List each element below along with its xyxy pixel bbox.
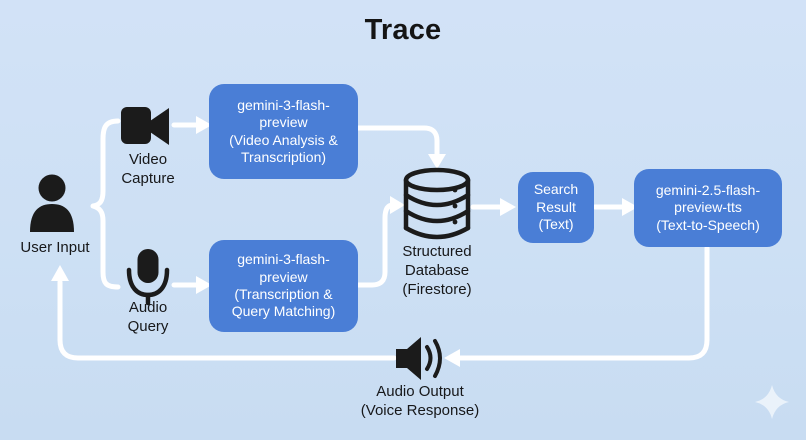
microphone-icon xyxy=(126,249,170,306)
connector-arrowheads xyxy=(51,116,638,367)
node-video-model-desc: (Video Analysis & Transcription) xyxy=(229,131,338,165)
user-branch-brace xyxy=(90,118,121,290)
audio-output-to-user-line xyxy=(57,279,397,361)
video-capture-label: Video Capture xyxy=(121,151,175,187)
node-tts-model-desc: (Text-to-Speech) xyxy=(656,216,760,233)
node-search-result: Search Result (Text) xyxy=(518,172,594,243)
database-icon xyxy=(403,167,471,240)
database-label: Structured Database (Firestore) xyxy=(377,243,497,299)
node-search-result-name: Search Result xyxy=(533,181,579,215)
node-tts-model-name: gemini-2.5-flash-preview-tts xyxy=(655,181,761,216)
arrowhead-to-user-input xyxy=(51,265,69,281)
person-icon xyxy=(30,174,74,232)
node-search-result-desc: (Text) xyxy=(538,216,574,233)
audio-output-label-desc: (Voice Response) xyxy=(360,401,480,419)
user-input-group xyxy=(30,174,74,232)
node-video-model: gemini-3-flash-preview (Video Analysis &… xyxy=(209,84,358,179)
node-audio-model-name: gemini-3-flash-preview xyxy=(237,251,330,285)
connector-lines xyxy=(57,118,710,361)
database-label-desc: (Firestore) xyxy=(402,280,472,298)
arrowhead-db-to-search xyxy=(500,198,516,216)
speaker-icon xyxy=(396,337,442,380)
tts-to-audio-output-line xyxy=(456,245,710,361)
audio-output-label: Audio Output (Voice Response) xyxy=(340,383,500,421)
arrowhead-model-to-db-down xyxy=(428,154,446,169)
arrowhead-search-to-tts xyxy=(622,198,638,216)
node-audio-model-desc: (Transcription & Query Matching) xyxy=(231,286,336,320)
database-label-main: Structured Database xyxy=(402,243,472,279)
audio-model-to-db-line xyxy=(355,202,396,288)
node-audio-model: gemini-3-flash-preview (Transcription & … xyxy=(209,240,358,332)
video-camera-icon xyxy=(121,107,169,145)
audio-query-label: Audio Query xyxy=(127,299,169,335)
video-model-to-db-line xyxy=(355,125,440,158)
arrowhead-video-to-model xyxy=(196,116,212,134)
arrowhead-audio-to-model xyxy=(196,276,212,294)
page-title: Trace xyxy=(364,14,442,46)
node-video-model-name: gemini-3-flash-preview xyxy=(237,96,330,131)
arrowhead-to-audio-output xyxy=(444,349,460,367)
audio-output-label-main: Audio Output xyxy=(376,383,464,400)
node-tts-model: gemini-2.5-flash-preview-tts (Text-to-Sp… xyxy=(634,169,782,247)
arrowhead-model-to-db-right xyxy=(390,196,405,214)
user-input-label: User Input xyxy=(20,239,90,256)
sparkle-icon xyxy=(755,385,789,419)
